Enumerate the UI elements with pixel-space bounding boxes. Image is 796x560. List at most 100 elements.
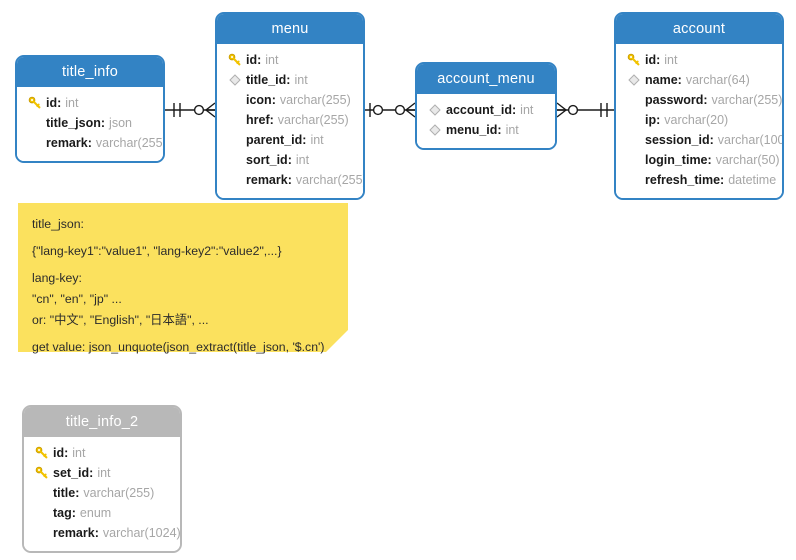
no-key-icon bbox=[33, 485, 51, 501]
field-type: varchar(100) bbox=[717, 133, 784, 147]
field-type: varchar(255) bbox=[279, 93, 351, 107]
field-name: href bbox=[246, 113, 270, 127]
no-key-icon bbox=[625, 92, 643, 108]
field-row[interactable]: name: varchar(64) bbox=[616, 70, 782, 90]
field-type: varchar(50) bbox=[715, 153, 780, 167]
no-key-icon bbox=[33, 525, 51, 541]
field-name: title_json bbox=[46, 116, 101, 130]
primary-key-icon bbox=[26, 95, 44, 111]
field-row[interactable]: title_id: int bbox=[217, 70, 363, 90]
field-name: id bbox=[645, 53, 657, 67]
no-key-icon bbox=[625, 112, 643, 128]
relationship-title_info-menu[interactable] bbox=[165, 102, 216, 118]
entity-menu[interactable]: menu id: int bbox=[215, 12, 365, 200]
entity-title_info-fields: id: int title_json: json remark: varchar… bbox=[17, 87, 163, 161]
field-type: int bbox=[265, 53, 279, 67]
field-type: int bbox=[65, 96, 79, 110]
field-row[interactable]: account_id: int bbox=[417, 100, 555, 120]
field-row[interactable]: remark: varchar(1024) bbox=[24, 523, 180, 543]
no-key-icon bbox=[226, 172, 244, 188]
entity-account_menu-header: account_menu bbox=[417, 64, 555, 94]
no-key-icon bbox=[226, 92, 244, 108]
sticky-note-title_json[interactable]: title_json: {"lang-key1":"value1", "lang… bbox=[18, 203, 348, 354]
field-type: varchar(255) bbox=[295, 173, 365, 187]
field-name: id bbox=[246, 53, 258, 67]
entity-menu-fields: id: int title_id: int icon: varchar(255) bbox=[217, 44, 363, 198]
field-type: varchar(255) bbox=[83, 486, 155, 500]
field-name: ip bbox=[645, 113, 657, 127]
field-row[interactable]: href: varchar(255) bbox=[217, 110, 363, 130]
field-row[interactable]: sort_id: int bbox=[217, 150, 363, 170]
primary-key-icon bbox=[226, 52, 244, 68]
no-key-icon bbox=[625, 152, 643, 168]
field-type: int bbox=[295, 153, 310, 167]
field-name: id bbox=[53, 446, 65, 460]
entity-title_info-header: title_info bbox=[17, 57, 163, 87]
note-fold-corner-icon bbox=[326, 330, 348, 352]
field-row[interactable]: ip: varchar(20) bbox=[616, 110, 782, 130]
field-type: int bbox=[505, 123, 519, 137]
field-type: int bbox=[294, 73, 308, 87]
field-row[interactable]: id: int bbox=[24, 443, 180, 463]
field-row[interactable]: title_json: json bbox=[17, 113, 163, 133]
field-row[interactable]: remark: varchar(255) bbox=[217, 170, 363, 190]
no-key-icon bbox=[226, 132, 244, 148]
no-key-icon bbox=[33, 505, 51, 521]
entity-account_menu[interactable]: account_menu account_id: int menu_id: bbox=[415, 62, 557, 150]
field-name: password bbox=[645, 93, 704, 107]
field-row[interactable]: icon: varchar(255) bbox=[217, 90, 363, 110]
field-row[interactable]: set_id: int bbox=[24, 463, 180, 483]
note-line: title_json: bbox=[32, 217, 84, 231]
no-key-icon bbox=[26, 115, 44, 131]
entity-title_info_2-fields: id: int set_id: int title: va bbox=[24, 437, 180, 551]
field-name: icon bbox=[246, 93, 272, 107]
entity-title_info[interactable]: title_info id: int title_json: json bbox=[15, 55, 165, 163]
field-row[interactable]: title: varchar(255) bbox=[24, 483, 180, 503]
field-name: title_id bbox=[246, 73, 287, 87]
relationship-menu-account_menu[interactable] bbox=[365, 102, 416, 118]
field-name: id bbox=[46, 96, 58, 110]
primary-key-icon bbox=[33, 445, 51, 461]
field-row[interactable]: id: int bbox=[217, 50, 363, 70]
field-name: tag bbox=[53, 506, 72, 520]
field-type: datetime bbox=[728, 173, 777, 187]
field-row[interactable]: menu_id: int bbox=[417, 120, 555, 140]
entity-title_info_2-header: title_info_2 bbox=[24, 407, 180, 437]
field-name: refresh_time bbox=[645, 173, 721, 187]
field-row[interactable]: session_id: varchar(100) bbox=[616, 130, 782, 150]
entity-title_info_2[interactable]: title_info_2 id: int bbox=[22, 405, 182, 553]
field-type: int bbox=[664, 53, 678, 67]
field-row[interactable]: login_time: varchar(50) bbox=[616, 150, 782, 170]
no-key-icon bbox=[226, 112, 244, 128]
field-name: name bbox=[645, 73, 678, 87]
field-name: sort_id bbox=[246, 153, 288, 167]
field-type: int bbox=[72, 446, 86, 460]
field-type: json bbox=[109, 116, 132, 130]
entity-account[interactable]: account id: int bbox=[614, 12, 784, 200]
field-row[interactable]: password: varchar(255) bbox=[616, 90, 782, 110]
field-row[interactable]: id: int bbox=[17, 93, 163, 113]
field-name: account_id bbox=[446, 103, 512, 117]
field-name: parent_id bbox=[246, 133, 303, 147]
field-name: menu_id bbox=[446, 123, 498, 137]
entity-account_menu-fields: account_id: int menu_id: int bbox=[417, 94, 555, 148]
field-row[interactable]: parent_id: int bbox=[217, 130, 363, 150]
no-key-icon bbox=[26, 135, 44, 151]
field-name: remark bbox=[246, 173, 288, 187]
field-type: int bbox=[520, 103, 534, 117]
entity-account-fields: id: int name: varchar(64) password: varc… bbox=[616, 44, 782, 198]
note-line: "cn", "en", "jp" ... bbox=[32, 292, 122, 307]
field-type: varchar(20) bbox=[664, 113, 729, 127]
field-name: remark bbox=[46, 136, 88, 150]
no-key-icon bbox=[625, 132, 643, 148]
field-row[interactable]: remark: varchar(255) bbox=[17, 133, 163, 153]
entity-menu-header: menu bbox=[217, 14, 363, 44]
field-row[interactable]: tag: enum bbox=[24, 503, 180, 523]
note-line: get value: json_unquote(json_extract(tit… bbox=[32, 340, 325, 355]
field-row[interactable]: refresh_time: datetime bbox=[616, 170, 782, 190]
relationship-account_menu-account[interactable] bbox=[556, 102, 614, 118]
field-name: login_time bbox=[645, 153, 708, 167]
field-row[interactable]: id: int bbox=[616, 50, 782, 70]
entity-account-header: account bbox=[616, 14, 782, 44]
